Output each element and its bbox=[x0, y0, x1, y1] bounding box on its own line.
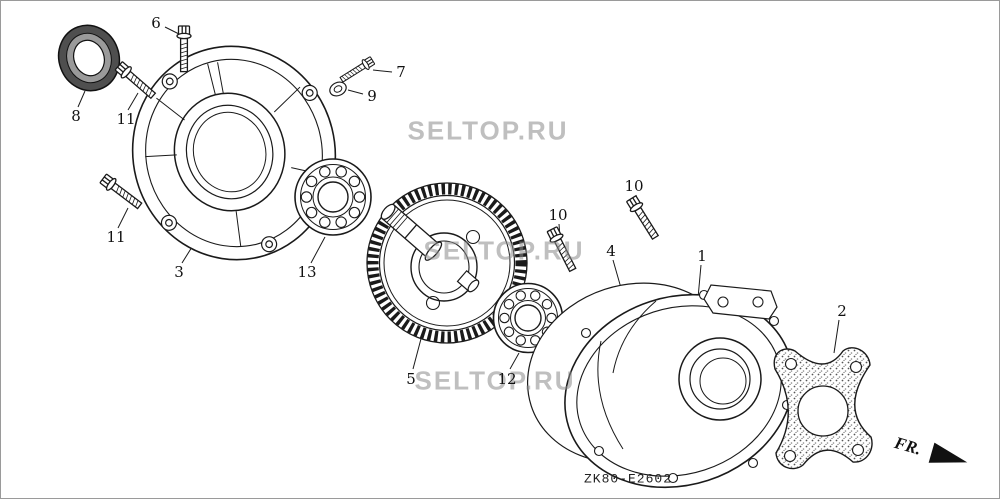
part-10-bolt-left bbox=[545, 225, 580, 274]
fr-indicator: FR. bbox=[891, 433, 968, 463]
fr-label: FR. bbox=[891, 433, 923, 459]
part-13-bearing bbox=[294, 158, 372, 236]
part-2-flange-plate bbox=[773, 347, 873, 470]
part-9-washer bbox=[329, 81, 347, 97]
part-8-oil-seal bbox=[57, 24, 121, 92]
part-5-gear bbox=[366, 182, 528, 344]
part-11-bolt-upper bbox=[113, 59, 159, 102]
part-code: ZK80-E2602 bbox=[583, 471, 673, 487]
part-7-bolt bbox=[338, 55, 376, 85]
part-1-case-cover bbox=[564, 284, 794, 489]
part-10-bolt-right bbox=[624, 194, 662, 242]
part-3-front-cover bbox=[131, 45, 337, 261]
fr-arrow-icon bbox=[928, 442, 968, 463]
